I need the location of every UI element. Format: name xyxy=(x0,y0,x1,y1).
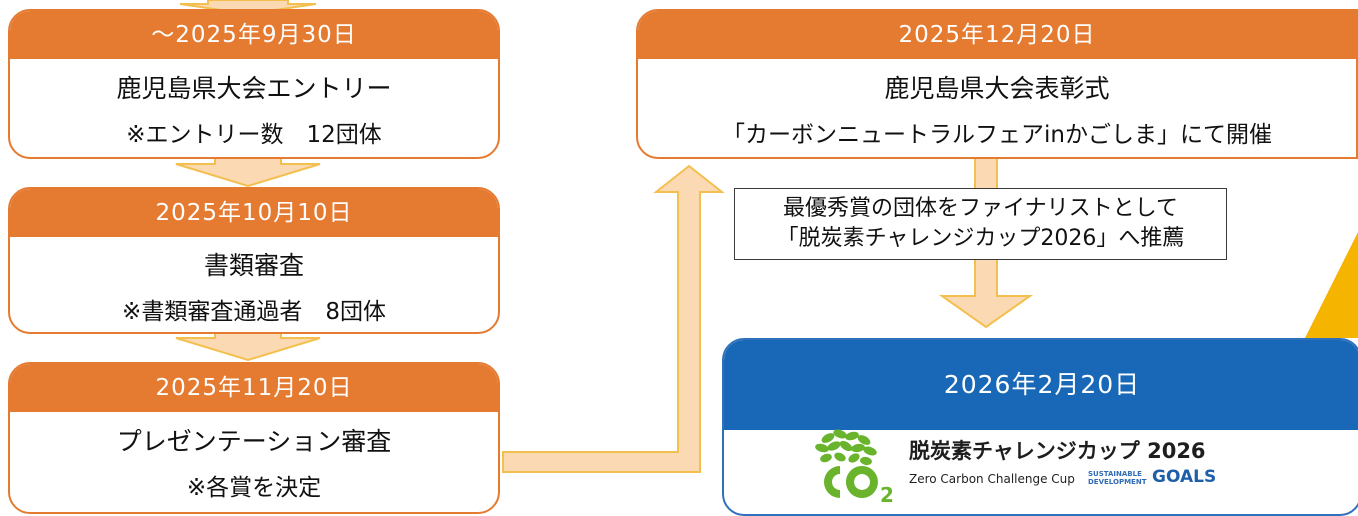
arrow-step1-to-step2 xyxy=(175,157,321,188)
step-presentation-date: 2025年11月20日 xyxy=(10,364,498,412)
step-entry-date: ～2025年9月30日 xyxy=(10,11,498,59)
step-screening-note: ※書類審査通過者 8団体 xyxy=(122,299,386,325)
step-screening-title: 書類審査 xyxy=(203,251,304,280)
sdg-goals-text: GOALS xyxy=(1152,467,1217,487)
final-event-card: 2026年2月20日 2 脱炭素チャレンジカップ 2026 Zero Carbo… xyxy=(722,338,1358,516)
step-ceremony-card: 2025年12月20日 鹿児島県大会表彰式 「カーボンニュートラルフェアinかご… xyxy=(636,9,1358,159)
yellow-corner-accent xyxy=(1305,232,1358,338)
step-ceremony-date: 2025年12月20日 xyxy=(638,11,1356,59)
recommendation-line-1: 最優秀賞の団体をファイナリストとして xyxy=(783,196,1178,221)
co2-leaf-logo: 2 xyxy=(815,429,894,506)
step-ceremony-title: 鹿児島県大会表彰式 xyxy=(884,74,1110,103)
step-presentation-title: プレゼンテーション審査 xyxy=(116,427,392,456)
step-entry-title: 鹿児島県大会エントリー xyxy=(116,74,392,103)
step-presentation-card: 2025年11月20日 プレゼンテーション審査 ※各賞を決定 xyxy=(8,362,500,514)
step-entry-card: ～2025年9月30日 鹿児島県大会エントリー ※エントリー数 12団体 xyxy=(8,9,500,159)
sdg-small-line-1: SUSTAINABLE xyxy=(1088,470,1142,478)
sdg-small-line-2: DEVELOPMENT xyxy=(1088,478,1147,486)
final-event-date: 2026年2月20日 xyxy=(724,340,1358,430)
step-screening-date: 2025年10月10日 xyxy=(10,189,498,237)
recommendation-line-2: 「脱炭素チャレンジカップ2026」へ推薦 xyxy=(776,226,1185,251)
arrow-step3-to-ceremony xyxy=(502,164,725,473)
step-presentation-note: ※各賞を決定 xyxy=(186,475,322,501)
step-ceremony-note: 「カーボンニュートラルフェアinかごしま」にて開催 xyxy=(722,122,1272,148)
svg-text:2: 2 xyxy=(880,483,894,506)
logo-subtitle: Zero Carbon Challenge Cup xyxy=(909,472,1075,486)
arrow-step2-to-step3 xyxy=(175,331,321,362)
logo-title: 脱炭素チャレンジカップ 2026 xyxy=(909,439,1206,463)
sdg-small-text: SUSTAINABLE DEVELOPMENT xyxy=(1088,470,1146,486)
recommendation-note: 最優秀賞の団体をファイナリストとして 「脱炭素チャレンジカップ2026」へ推薦 xyxy=(734,188,1227,260)
step-screening-card: 2025年10月10日 書類審査 ※書類審査通過者 8団体 xyxy=(8,187,500,334)
step-entry-note: ※エントリー数 12団体 xyxy=(126,122,382,148)
